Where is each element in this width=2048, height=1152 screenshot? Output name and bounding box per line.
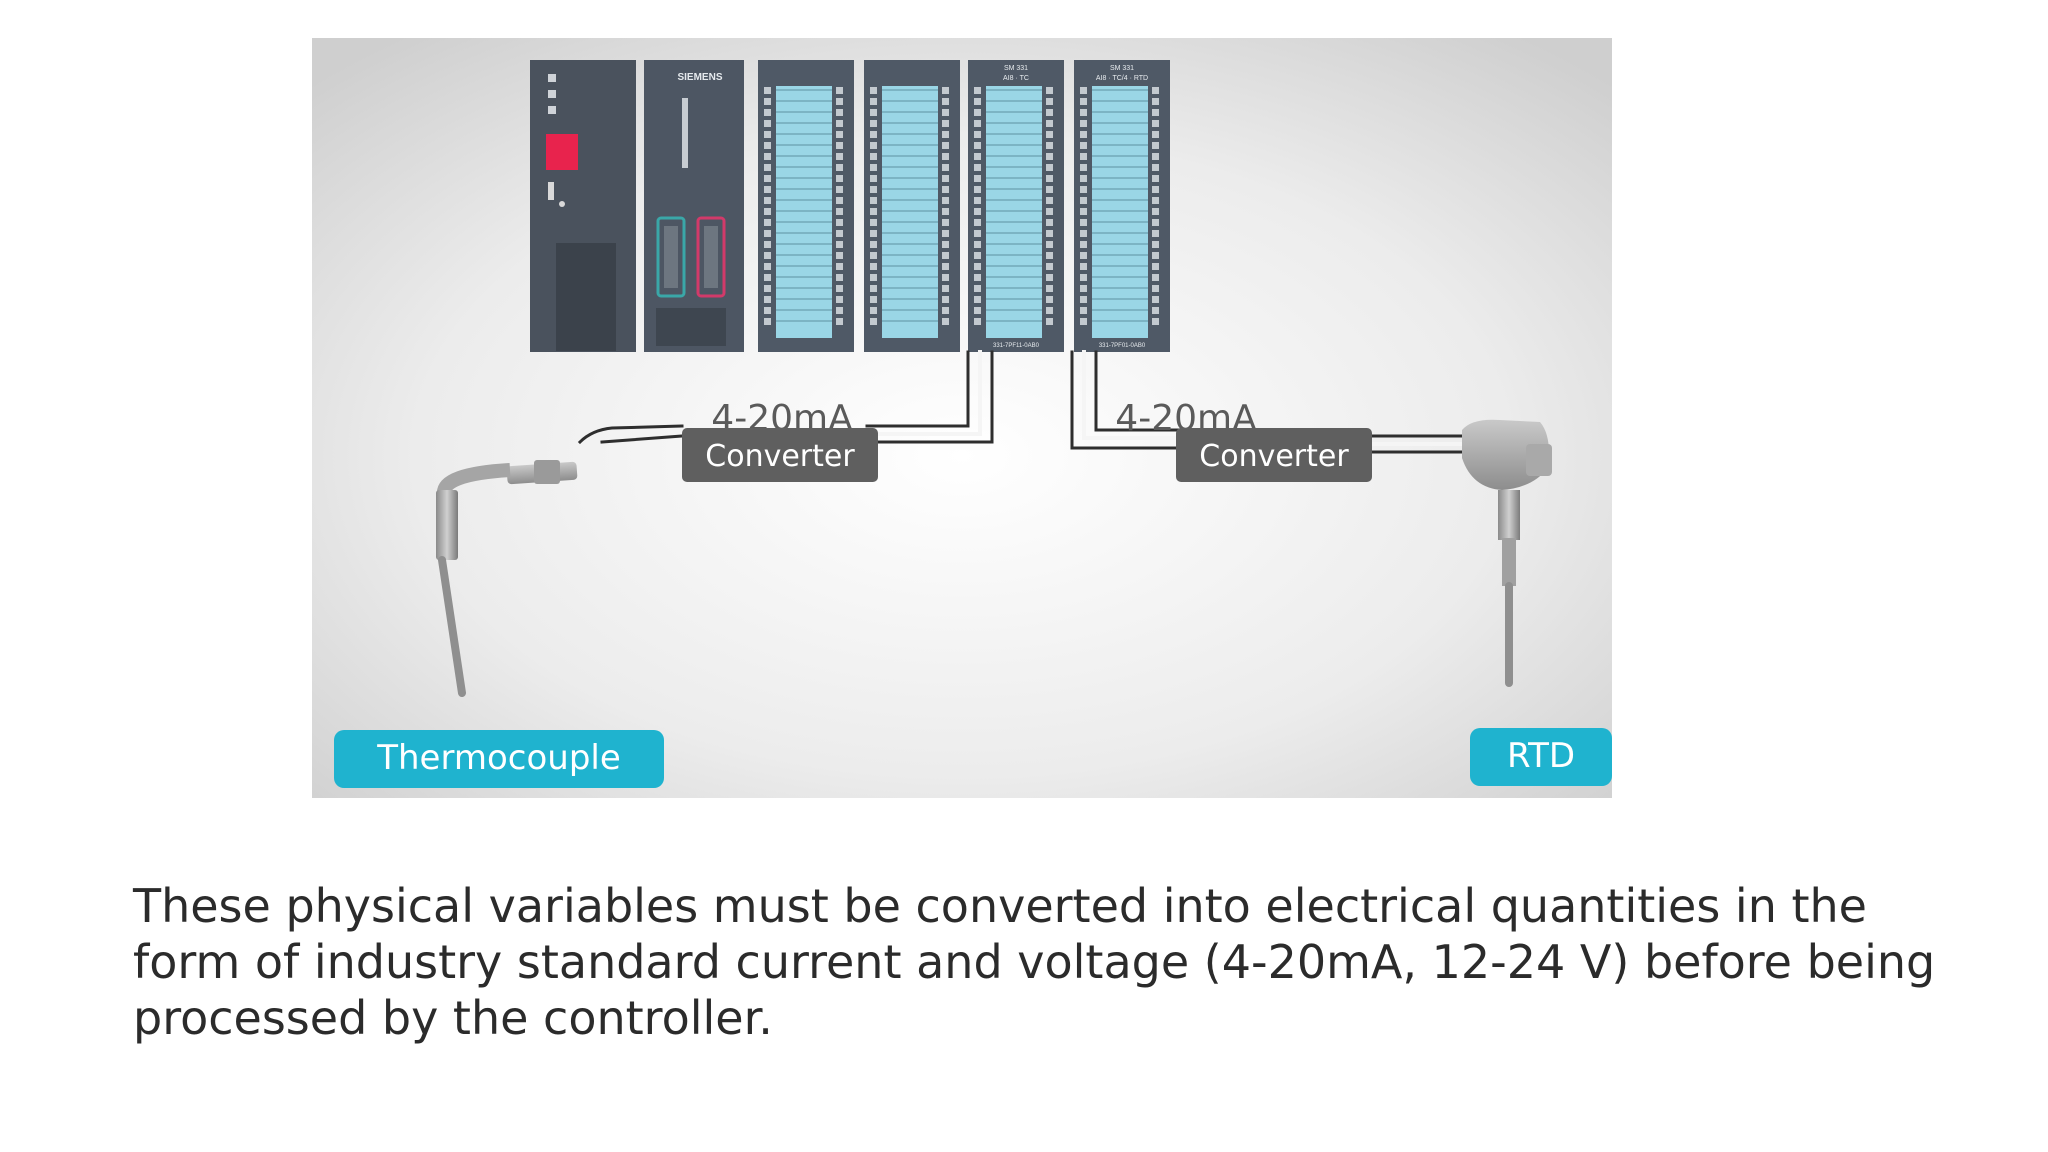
thermocouple-sensor-icon: [436, 460, 578, 697]
right-converter-label: Converter: [1199, 439, 1349, 474]
diagram-background: [312, 38, 1612, 798]
left-converter: Converter: [682, 428, 878, 482]
power-indicator-icon: [546, 134, 578, 170]
thermocouple-badge: Thermocouple: [334, 730, 664, 788]
io-module: [758, 60, 854, 352]
right-converter: Converter: [1176, 428, 1372, 482]
thermocouple-label: Thermocouple: [376, 738, 621, 778]
left-converter-label: Converter: [705, 439, 855, 474]
io-module-sublabel: AI8 · TC/4 · RTD: [1096, 75, 1148, 82]
slide-caption: These physical variables must be convert…: [133, 879, 1936, 1045]
cpu-module: SIEMENS: [644, 60, 744, 352]
io-module-sublabel: AI8 · TC: [1003, 75, 1029, 82]
io-module-part: 331-7PF01-0AB0: [1099, 343, 1146, 349]
io-module-label: SM 331: [1110, 65, 1134, 72]
io-module-part: 331-7PF11-0AB0: [993, 343, 1040, 349]
io-module-label: SM 331: [1004, 65, 1028, 72]
signal-wires: [577, 350, 1474, 454]
rtd-label: RTD: [1507, 736, 1575, 776]
plc-brand-label: SIEMENS: [677, 72, 722, 83]
rtd-badge: RTD: [1470, 728, 1612, 786]
io-module: [864, 60, 960, 352]
power-supply-module: [530, 60, 636, 352]
rtd-sensor-icon: [1462, 419, 1552, 687]
